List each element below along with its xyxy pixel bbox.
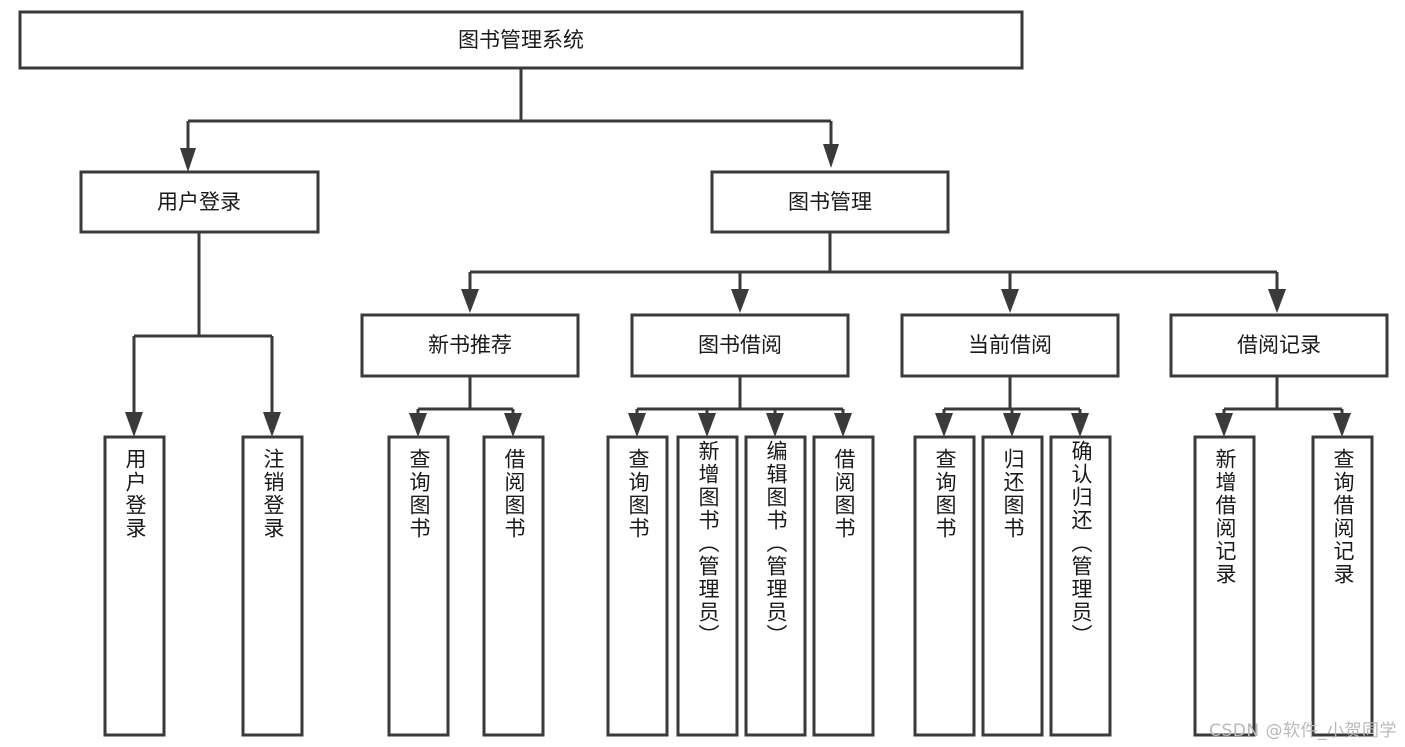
arrow-head-icon xyxy=(409,413,427,437)
node-root[interactable]: 图书管理系统 xyxy=(18,10,1024,70)
leaf-box-borrow-lend[interactable] xyxy=(812,435,875,737)
node-book-management-label: 图书管理 xyxy=(788,190,872,214)
arrow-head-icon xyxy=(263,412,281,437)
leaf-box-current-return[interactable] xyxy=(981,435,1044,737)
arrow-head-icon xyxy=(731,289,749,313)
connector-record-to-leaves xyxy=(1215,376,1351,437)
connector-userlogin-to-leaves xyxy=(125,232,281,437)
arrow-head-icon xyxy=(766,413,784,437)
node-book-management[interactable]: 图书管理 xyxy=(710,170,950,234)
leaf-box-borrow-query[interactable] xyxy=(606,435,669,737)
arrow-head-icon xyxy=(461,289,479,313)
arrow-head-icon xyxy=(1268,289,1286,313)
leaf-box-record-add[interactable] xyxy=(1193,435,1256,737)
node-new-book-recommend[interactable]: 新书推荐 xyxy=(360,313,580,378)
leaf-box-user-login[interactable] xyxy=(103,435,166,737)
leaf-box-logout[interactable] xyxy=(241,435,304,737)
connector-borrow-to-leaves xyxy=(628,376,852,437)
arrow-head-icon xyxy=(834,413,852,437)
connector-bookmgmt-to-level3 xyxy=(461,232,1286,313)
csdn-watermark: CSDN @软件_小贺同学 xyxy=(1209,721,1397,741)
leaf-box-newbook-query[interactable] xyxy=(387,435,450,737)
arrow-head-icon xyxy=(1001,289,1019,313)
leaf-box-current-query[interactable] xyxy=(913,435,976,737)
leaf-box-newbook-borrow[interactable] xyxy=(482,435,545,737)
leaf-box-borrow-add[interactable] xyxy=(676,435,739,737)
arrow-head-icon xyxy=(125,412,143,437)
node-new-book-recommend-label: 新书推荐 xyxy=(428,333,512,357)
arrow-head-icon xyxy=(1071,413,1089,437)
arrow-head-icon xyxy=(504,413,522,437)
node-borrow-record-label: 借阅记录 xyxy=(1237,333,1321,357)
node-current-borrow-label: 当前借阅 xyxy=(968,333,1052,357)
arrow-head-icon xyxy=(698,413,716,437)
connector-root-to-level2 xyxy=(180,68,839,172)
leaf-box-borrow-edit[interactable] xyxy=(744,435,807,737)
arrow-head-icon xyxy=(935,413,953,437)
arrow-head-icon xyxy=(628,413,646,437)
node-root-label: 图书管理系统 xyxy=(458,28,584,52)
node-borrow-record[interactable]: 借阅记录 xyxy=(1169,313,1389,378)
arrow-head-icon xyxy=(1333,413,1351,437)
node-current-borrow[interactable]: 当前借阅 xyxy=(900,313,1120,378)
node-user-login-label: 用户登录 xyxy=(157,190,241,214)
arrow-head-icon xyxy=(823,144,839,168)
arrow-head-icon xyxy=(180,148,196,172)
arrow-head-icon xyxy=(1215,413,1233,437)
node-book-borrow-label: 图书借阅 xyxy=(698,333,782,357)
leaf-box-current-confirm[interactable] xyxy=(1049,435,1112,737)
arrow-head-icon xyxy=(1003,413,1021,437)
node-book-borrow[interactable]: 图书借阅 xyxy=(630,313,850,378)
connector-newbook-to-leaves xyxy=(409,376,522,437)
node-user-login[interactable]: 用户登录 xyxy=(79,170,320,234)
connector-current-to-leaves xyxy=(935,376,1089,437)
leaf-box-record-query[interactable] xyxy=(1311,435,1374,737)
